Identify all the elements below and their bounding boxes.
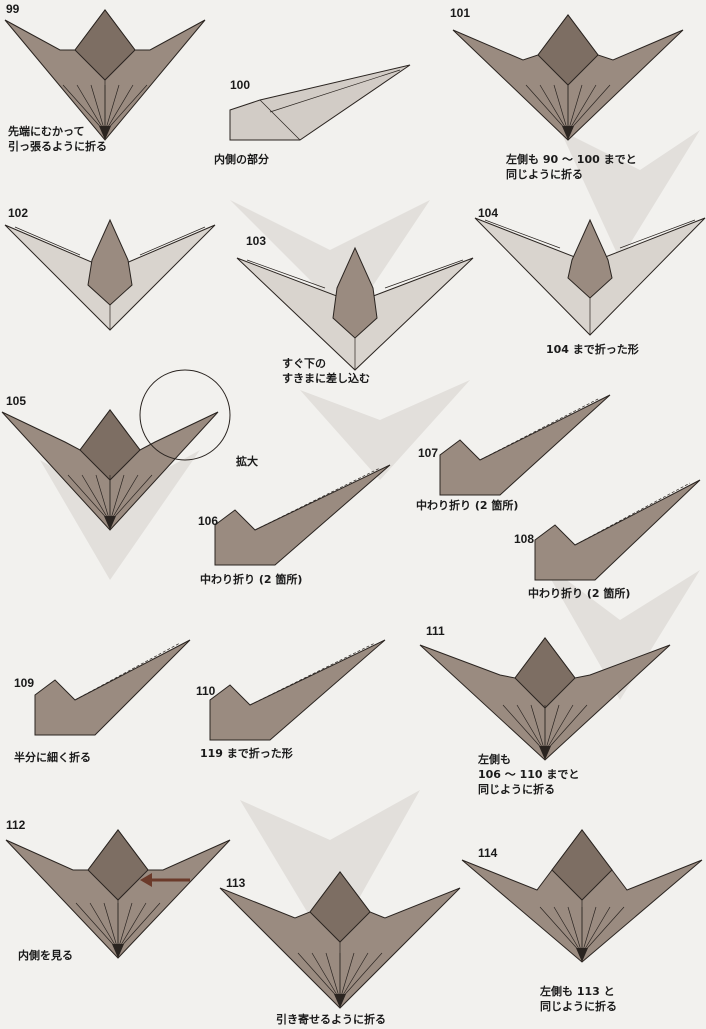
wing-step-110: [210, 640, 385, 740]
step-caption: 104 まで折った形: [546, 342, 639, 357]
step-caption: 119 まで折った形: [200, 746, 293, 761]
wing-step-107: [440, 395, 610, 495]
step-number: 111: [426, 624, 445, 638]
step-number: 105: [6, 394, 26, 408]
step-number: 112: [6, 818, 25, 832]
step-number: 106: [198, 514, 218, 528]
step-caption: 半分に細く折る: [14, 750, 91, 765]
step-caption: 内側の部分: [214, 152, 269, 167]
step-caption: 引き寄せるように折る: [276, 1012, 386, 1027]
step-caption: 内側を見る: [18, 948, 73, 963]
step-caption: 中わり折り (2 箇所): [200, 572, 302, 587]
step-number: 103: [246, 234, 266, 248]
step-number: 108: [514, 532, 534, 546]
step-caption: 先端にむかって 引っ張るように折る: [8, 124, 107, 154]
step-caption: 左側も 90 〜 100 までと 同じように折る: [506, 152, 637, 182]
step-number: 109: [14, 676, 34, 690]
step-caption: 左側も 113 と 同じように折る: [540, 984, 617, 1014]
inner-flap-step-100: [230, 65, 410, 140]
step-caption: 中わり折り (2 箇所): [416, 498, 518, 513]
step-number: 101: [450, 6, 470, 20]
step-number: 110: [196, 684, 215, 698]
zoom-label: 拡大: [236, 454, 258, 469]
step-number: 99: [6, 2, 19, 16]
step-number: 102: [8, 206, 28, 220]
step-number: 114: [478, 846, 497, 860]
center-flap: [333, 248, 377, 338]
step-caption: 中わり折り (2 箇所): [528, 586, 630, 601]
step-number: 100: [230, 78, 250, 92]
step-number: 104: [478, 206, 498, 220]
wing-step-109: [35, 640, 190, 735]
wing-step-106: [215, 465, 390, 565]
step-number: 113: [226, 876, 245, 890]
wing-step-108: [535, 480, 700, 580]
step-number: 107: [418, 446, 438, 460]
step-caption: すぐ下の すきまに差し込む: [282, 356, 370, 386]
step-caption: 左側も 106 〜 110 までと 同じように折る: [478, 752, 579, 797]
